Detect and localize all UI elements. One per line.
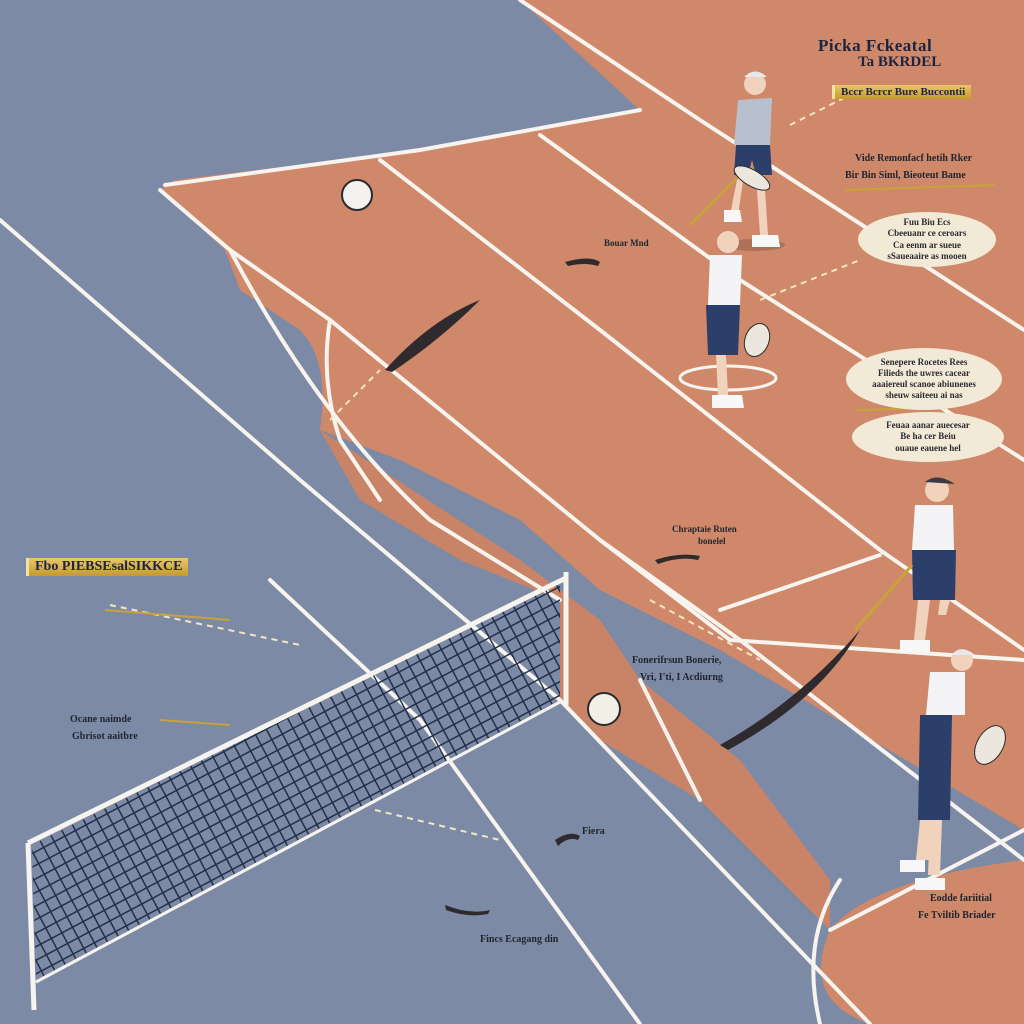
bubble-2-line-3: aaaiereul scanoe abiunenes [872, 379, 976, 389]
bottom-right-line-2: Fe Tviltib Briader [918, 910, 996, 921]
right-mid-line-2: Vri, I'ti, I Acdiurng [640, 672, 723, 683]
player-2 [678, 231, 778, 408]
info-bubble-1: Fuu Biu Ecs Cbeeuanr ce ceroars Ca eenm … [858, 212, 996, 267]
left-banner: Fbo PIEBSEsalSIKKCE [26, 558, 189, 576]
caption-1-line-2: Bir Bin Siml, Bieoteut Bame [845, 170, 966, 181]
bubble-2-line-4: sheuw saiteeu ai nas [885, 390, 963, 401]
player-1 [688, 71, 785, 251]
title-line-1: Pickа Fckeatal [818, 36, 933, 55]
bubble-3-line-1: Feuaa aanar auecesar [886, 420, 970, 431]
player-4 [900, 649, 1006, 890]
clay-court-lower [320, 430, 830, 930]
center-caption-line-1: Chraptaie Ruten [672, 524, 737, 534]
title-line-2: Ta BKRDEL [858, 54, 942, 70]
tennis-net [25, 572, 569, 1011]
bottom-right-line-1: Eodde fariitial [930, 893, 992, 904]
info-bubble-2: Senepere Rocetes Rees Filieds the uwres … [846, 348, 1002, 410]
net-mark: Fiera [582, 826, 605, 837]
info-bubble-3: Feuaa aanar auecesar Be ha cer Beiu ouau… [852, 412, 1004, 462]
title-banner: Bccr Bcrcr Bure Buccontii [832, 85, 972, 99]
left-caption-line-2: Gbrisot aaitbre [72, 731, 138, 742]
ball-lower [587, 692, 621, 726]
bubble-2-line-2: Filieds the uwres cacear [877, 367, 971, 378]
bubble-1-line-4: sSaueaaire as mooen [887, 250, 967, 261]
clay-court [160, 0, 1024, 1024]
center-caption-line-2: bonelel [698, 536, 726, 546]
bubble-3-line-3: ouaue eauene hel [895, 442, 961, 453]
shadow-strokes [385, 258, 860, 916]
bottom-caption: Fincs Ecagang din [480, 934, 559, 945]
bubble-1-line-1: Fuu Biu Ecs [903, 217, 951, 227]
gold-accents [104, 184, 996, 726]
bubble-1-line-2: Cbeeuanr ce ceroars [887, 228, 967, 239]
caption-1-line-1: Vide Remonfacf hetih Rker [855, 153, 973, 164]
right-mid-line-1: Fonerifrsun Bonerie, [632, 655, 722, 666]
ball-upper [341, 179, 373, 211]
player-3 [853, 477, 956, 652]
bubble-3-line-2: Be ha cer Beiu [900, 431, 956, 442]
bubble-2-line-1: Senepere Rocetes Rees [880, 356, 968, 367]
left-caption-line-1: Ocane naimde [70, 714, 132, 725]
bubble-1-line-3: Ca eenm ar sueue [892, 239, 962, 250]
mark-upper: Bouar Mnd [604, 238, 649, 248]
